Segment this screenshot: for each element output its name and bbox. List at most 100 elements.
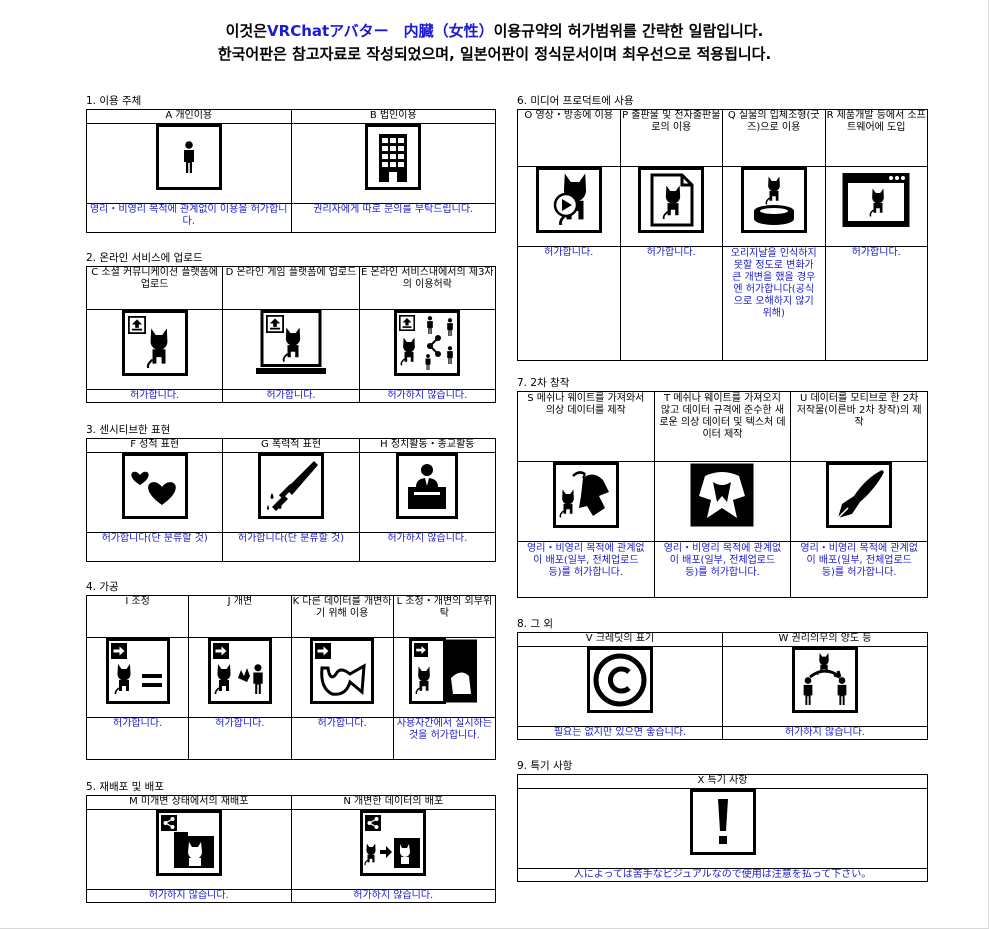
section-table: V 크레딧의 표기 W 권리의무의 양도 등 필요는 없지만 있으면 좋습니다.…: [517, 632, 928, 740]
cell-status-w: 허가하지 않습니다.: [722, 726, 928, 740]
cell-icon-h: [358, 452, 497, 533]
section-table: S 메쉬나 웨이트를 가져와서 의상 데이터를 제작 T 메쉬나 웨이트를 가져…: [517, 391, 928, 598]
cell-status-x: 人によっては苦手なビジュアルなので使用は注意を払って下さい。: [517, 868, 928, 882]
exclamation-icon: [689, 789, 756, 855]
title-prefix: 이것은: [225, 22, 268, 40]
mesh-reuse-icon: [552, 462, 619, 528]
cell-label-n: N 개변한 데이터의 배포: [290, 795, 496, 810]
cell-icon-o: [517, 166, 621, 247]
cell-icon-c: [85, 309, 224, 390]
cell-label-l: L 조정・개변의 외부위탁: [392, 595, 497, 638]
cell-icon-a: [86, 123, 292, 204]
cell-label-q: Q 실물의 입체조형(굿즈)으로 이용: [722, 109, 826, 167]
cell-label-g: G 폭력적 표현: [222, 438, 360, 453]
cell-icon-n: [290, 809, 496, 890]
section-title: 1. 이용 주체: [86, 95, 142, 107]
cell-status-k: 허가합니다.: [290, 717, 394, 760]
cell-status-a: 영리・비영리 목적에 관계없이 이용을 허가합니다.: [86, 203, 292, 233]
office-building-icon: [365, 124, 422, 190]
software-window-icon: [841, 167, 911, 233]
cell-status-d: 허가합니다.: [222, 389, 360, 403]
cell-label-j: J 개변: [188, 595, 292, 638]
cell-label-d: D 온라인 게임 플랫폼에 업로드: [222, 266, 360, 310]
cell-label-h: H 정치활동・종교활동: [358, 438, 497, 453]
cell-label-m: M 미개변 상태에서의 재배포: [86, 795, 292, 810]
outsourcing-icon: [409, 638, 479, 704]
cell-icon-d: [222, 309, 360, 390]
section-table: O 영상・방송에 이용 P 출판물 및 전자출판물로의 이용 Q 실물의 입체조…: [517, 109, 928, 361]
new-clothing-icon: [689, 462, 755, 528]
cell-status-f: 허가합니다(단 분류할 것): [85, 532, 224, 562]
section-title: 8. 그 외: [517, 618, 554, 630]
cell-icon-t: [653, 461, 792, 542]
publication-icon: [638, 167, 705, 233]
title-suffix: 이용규약의 허가범위를 간략한 일람입니다.: [493, 22, 764, 40]
cell-label-t: T 메쉬나 웨이트를 가져오지 않고 데이터 규격에 준수한 새로운 의상 데이…: [653, 391, 792, 462]
cell-icon-q: [722, 166, 826, 247]
section-processing: 4. 가공 I 조정 J 개변 K 다른 데이터를 개변하기 위해 이용 L 조…: [85, 580, 497, 760]
cell-icon-s: [517, 461, 655, 542]
pen-nib-icon: [826, 462, 893, 528]
cell-label-k: K 다른 데이터를 개변하기 위해 이용: [290, 595, 394, 638]
cell-label-p: P 출판물 및 전자출판물로의 이용: [619, 109, 723, 167]
cell-status-p: 허가합니다.: [619, 246, 723, 361]
section-sensitive-expression: 3. 센시티브한 표현 F 성적 표현 G 폭력적 표현 H 정치활동・종교활동: [85, 423, 497, 562]
section-title: 5. 재배포 및 배포: [86, 781, 164, 793]
cell-label-o: O 영상・방송에 이용: [517, 109, 621, 167]
cell-label-v: V 크레딧의 표기: [517, 632, 723, 647]
cell-status-l: 사용자간에서 실시하는 것을 허가합니다.: [392, 717, 497, 760]
section-title: 2. 온라인 서비스에 업로드: [86, 252, 203, 264]
cell-icon-e: [358, 309, 497, 390]
cell-status-i: 허가합니다.: [85, 717, 190, 760]
cell-icon-i: [85, 637, 190, 718]
section-media-products: 6. 미디어 프로덕트에 사용 O 영상・방송에 이용 P 출판물 및 전자출판…: [517, 94, 928, 361]
page-title: 이것은VRChatアバター 内臓（女性）이용규약의 허가범위를 간략한 일람입니…: [0, 20, 989, 66]
video-play-icon: [535, 167, 602, 233]
section-title: 6. 미디어 프로덕트에 사용: [517, 95, 634, 107]
heart-icon: [121, 453, 188, 519]
cell-label-w: W 권리의무의 양도 등: [722, 632, 928, 647]
cell-label-i: I 조정: [85, 595, 190, 638]
section-usage-subject: 1. 이용 주체 A 개인이용 B 법인이용: [86, 94, 496, 233]
social-upload-icon: [121, 310, 188, 376]
section-title: 4. 가공: [86, 581, 119, 593]
cell-icon-v: [517, 646, 723, 727]
section-title: 9. 특기 사항: [517, 760, 573, 772]
other-data-icon: [310, 638, 375, 704]
podium-speaker-icon: [396, 453, 459, 519]
section-title: 7. 2차 창작: [517, 377, 570, 389]
cell-label-b: B 법인이용: [290, 109, 496, 124]
cell-label-e: E 온라인 서비스내에서의 제3자의 이용허락: [358, 266, 497, 310]
section-table: F 성적 표현 G 폭력적 표현 H 정치활동・종교활동 허가합니: [85, 438, 497, 562]
cell-status-b: 권리자에게 따로 문의를 부탁드립니다.: [290, 203, 496, 233]
cell-icon-j: [188, 637, 292, 718]
cell-icon-r: [824, 166, 928, 247]
section-redistribution: 5. 재배포 및 배포 M 미개변 상태에서의 재배포 N 개변한 데이터의 배…: [86, 780, 496, 903]
title-line-2: 한국어판은 참고자료로 작성되었으며, 일본어판이 정식문서이며 최우선으로 적…: [217, 45, 772, 63]
game-upload-icon: [255, 310, 326, 376]
section-special-notes: 9. 특기 사항 X 특기 사항 人によっては苦手なビジュアルなので使用は注意を…: [517, 759, 928, 882]
rights-transfer-icon: [792, 647, 858, 713]
section-table: C 소셜 커뮤니케이션 플랫폼에 업로드 D 온라인 게임 플랫폼에 업로드 E…: [85, 266, 497, 403]
cell-status-o: 허가합니다.: [517, 246, 621, 361]
section-table: I 조정 J 개변 K 다른 데이터를 개변하기 위해 이용 L 조정・개변의 …: [85, 595, 497, 760]
copyright-icon: [587, 647, 653, 713]
title-line-1: 이것은VRChatアバター 内臓（女性）이용규약의 허가범위를 간략한 일람입니…: [0, 20, 989, 43]
cell-status-e: 허가하지 않습니다.: [358, 389, 497, 403]
section-others: 8. 그 외 V 크레딧의 표기 W 권리의무의 양도 등 필요는 없지만 있으…: [517, 617, 928, 740]
cell-label-r: R 제품개발 등에서 소프트웨어에 도입: [824, 109, 928, 167]
section-derivative-works: 7. 2차 창작 S 메쉬나 웨이트를 가져와서 의상 데이터를 제작 T 메쉬…: [517, 376, 928, 598]
modify-icon: [207, 638, 272, 704]
redistribute-icon: [155, 810, 222, 876]
cell-status-g: 허가합니다(단 분류할 것): [222, 532, 360, 562]
section-table: A 개인이용 B 법인이용: [86, 109, 496, 233]
cell-label-c: C 소셜 커뮤니케이션 플랫폼에 업로드: [85, 266, 224, 310]
section-title: 3. 센시티브한 표현: [86, 424, 171, 436]
cell-status-r: 허가합니다.: [824, 246, 928, 361]
cell-status-u: 영리・비영리 목적에 관계없이 배포(일부, 전체업로드 등)를 허가합니다.: [790, 541, 928, 598]
cell-icon-u: [790, 461, 928, 542]
person-icon: [155, 124, 222, 190]
cell-icon-w: [722, 646, 928, 727]
section-table: X 특기 사항 人によっては苦手なビジュアルなので使用は注意を払って下さい。: [517, 774, 928, 882]
cell-status-q: 오리지날을 인식하지 못할 정도로 변화가 큰 개변을 했을 경우엔 허가합니다…: [722, 246, 826, 361]
